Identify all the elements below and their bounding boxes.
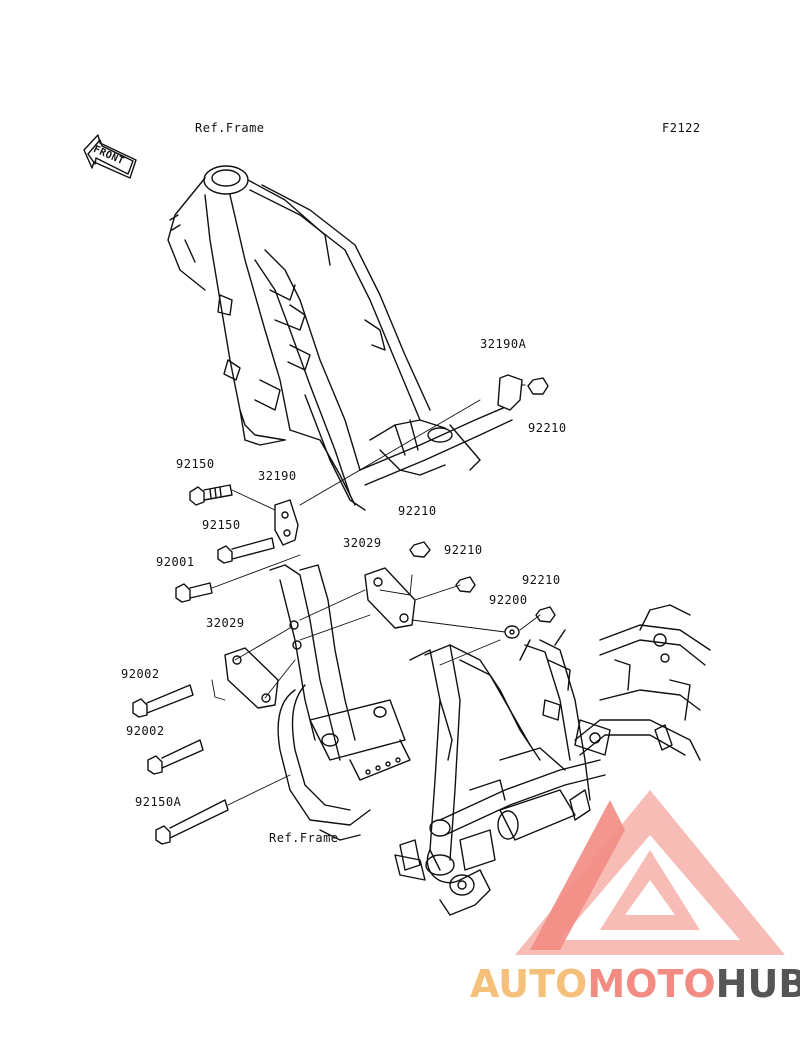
- callout-92210-c[interactable]: 92210: [444, 543, 483, 557]
- watermark-brand: AUTOMOTOHUB: [470, 962, 800, 1006]
- bolt-92002-b: [147, 739, 204, 775]
- callout-92150-b[interactable]: 92150: [202, 518, 241, 532]
- callout-32029-b[interactable]: 32029: [206, 616, 245, 630]
- front-arrow-icon: [83, 134, 137, 179]
- watermark-hub: HUB: [715, 962, 800, 1006]
- lower-frame: [269, 564, 711, 916]
- ref-frame-bottom-label: Ref.Frame: [269, 831, 339, 845]
- bolt-92150-b: [217, 537, 275, 564]
- plate-32190: [274, 499, 299, 546]
- watermark-moto: MOTO: [587, 962, 716, 1006]
- upper-frame: [167, 165, 513, 511]
- bolt-92150-a: [189, 484, 233, 506]
- callout-92200[interactable]: 92200: [489, 593, 528, 607]
- callout-92210-b[interactable]: 92210: [398, 504, 437, 518]
- plate-32029-b: [224, 647, 279, 709]
- watermark-auto: AUTO: [470, 962, 588, 1006]
- callout-32190A[interactable]: 32190A: [480, 337, 527, 351]
- callout-92210-a[interactable]: 92210: [528, 421, 567, 435]
- callout-32190[interactable]: 32190: [258, 469, 297, 483]
- callout-92002-a[interactable]: 92002: [121, 667, 160, 681]
- callout-92001[interactable]: 92001: [156, 555, 195, 569]
- callout-92210-d[interactable]: 92210: [522, 573, 561, 587]
- bolt-92001: [175, 582, 213, 603]
- diagram-id-label: F2122: [662, 121, 701, 135]
- watermark-logo-icon: [515, 790, 785, 955]
- bolt-92150A: [155, 799, 229, 845]
- callout-32029-a[interactable]: 32029: [343, 536, 382, 550]
- plate-32029-a: [364, 567, 416, 629]
- ref-frame-top-label: Ref.Frame: [195, 121, 265, 135]
- callout-92150A[interactable]: 92150A: [135, 795, 182, 809]
- callout-92002-b[interactable]: 92002: [126, 724, 165, 738]
- bolt-92002-a: [132, 684, 194, 718]
- callout-92150-a[interactable]: 92150: [176, 457, 215, 471]
